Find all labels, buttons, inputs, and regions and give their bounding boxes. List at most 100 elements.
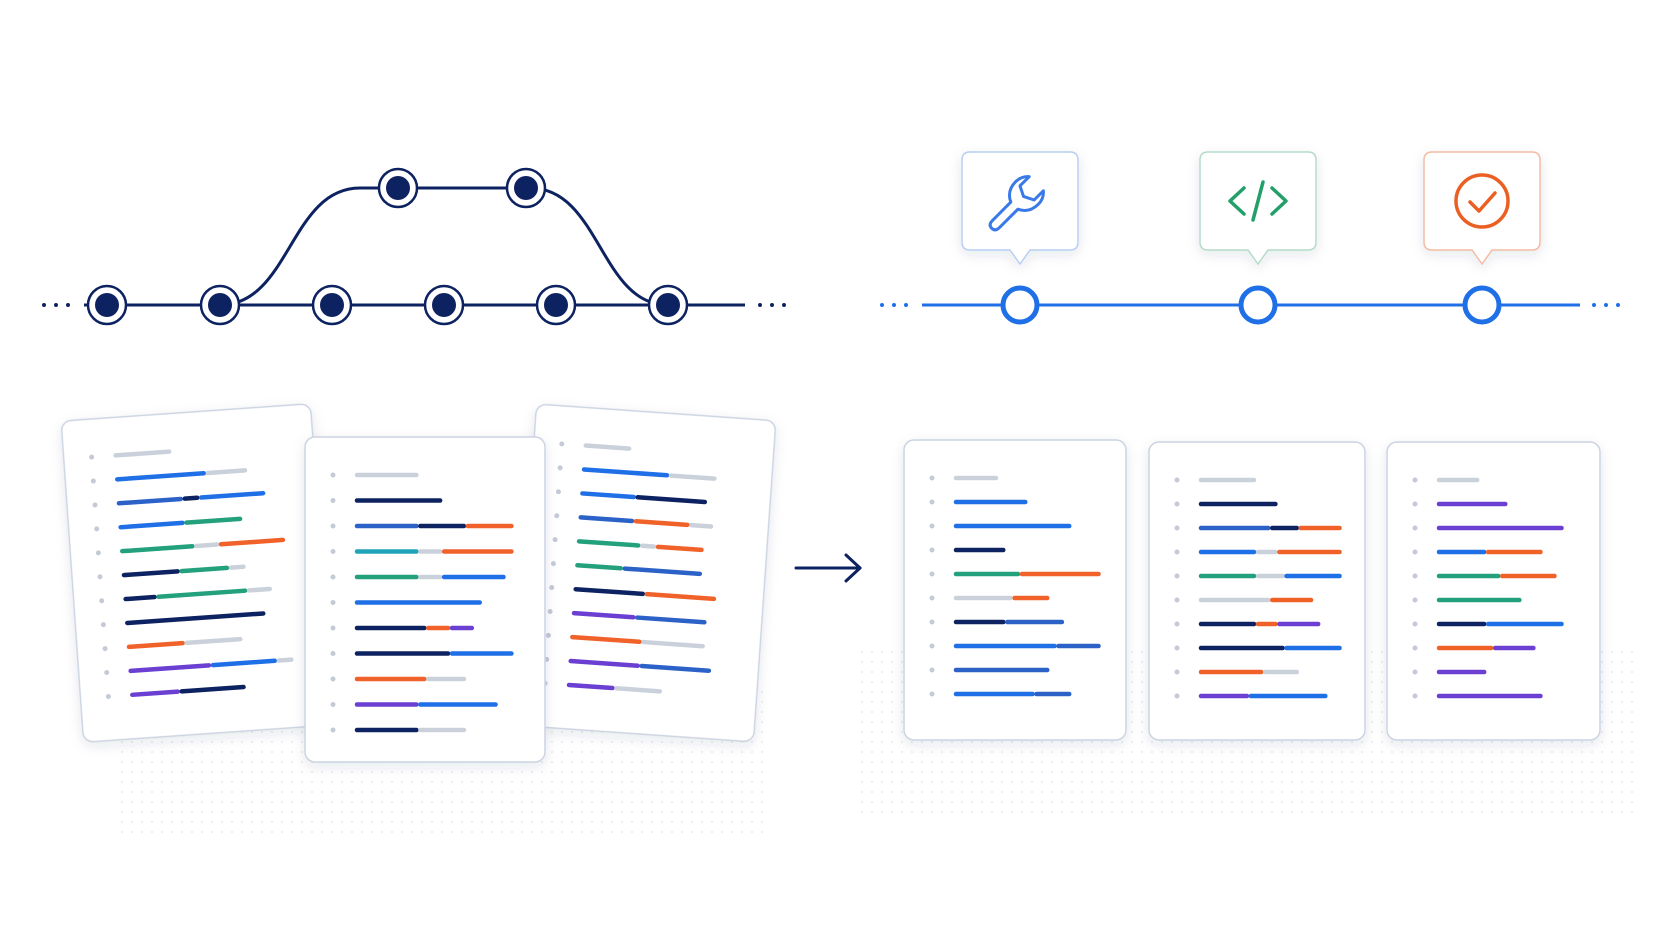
code-line-segment bbox=[566, 682, 615, 691]
bullet-dot bbox=[99, 598, 105, 604]
bullet-dot bbox=[102, 646, 108, 652]
pipeline-node-verify bbox=[1462, 285, 1502, 325]
bullet-dot bbox=[1412, 501, 1418, 507]
bullet-dot bbox=[929, 475, 935, 481]
doc-row bbox=[559, 441, 632, 451]
stage-callout-build bbox=[961, 151, 1079, 266]
feature-branch-line bbox=[219, 186, 669, 307]
bullet-dot bbox=[94, 526, 100, 532]
code-line-segment bbox=[184, 636, 243, 646]
doc-row bbox=[549, 585, 717, 602]
doc-row bbox=[330, 600, 482, 605]
bullet-dot bbox=[929, 667, 935, 673]
code-line-segment bbox=[578, 515, 635, 524]
doc-row bbox=[330, 549, 514, 554]
bullet-dot bbox=[547, 608, 553, 614]
doc-row bbox=[90, 468, 248, 484]
code-line-segment bbox=[571, 610, 636, 620]
code-line-segment bbox=[641, 639, 705, 649]
bullet-dot bbox=[929, 523, 935, 529]
code-line-segment bbox=[614, 686, 663, 694]
doc-row bbox=[99, 586, 273, 604]
bullet-dot bbox=[90, 478, 96, 484]
document-card-messy-3 bbox=[513, 403, 777, 743]
doc-row bbox=[1174, 525, 1342, 531]
doc-row bbox=[330, 676, 467, 682]
commit-node-main-1 bbox=[86, 284, 128, 326]
doc-row bbox=[1174, 501, 1278, 507]
code-line-segment bbox=[205, 468, 248, 476]
bullet-dot bbox=[89, 454, 95, 460]
document-card-clean-2 bbox=[1148, 441, 1366, 741]
code-line-segment bbox=[125, 611, 266, 626]
wrench-icon bbox=[988, 175, 1045, 232]
code-line-segment bbox=[182, 495, 200, 501]
bullet-dot bbox=[555, 489, 561, 495]
document-card-clean-3 bbox=[1386, 441, 1601, 741]
doc-row bbox=[1174, 645, 1342, 651]
bullet-dot bbox=[97, 574, 103, 580]
bullet-dot bbox=[330, 651, 336, 656]
code-line-segment bbox=[228, 564, 246, 570]
code-line-segment bbox=[573, 586, 646, 597]
doc-row bbox=[552, 537, 704, 553]
code-line-segment bbox=[576, 539, 641, 548]
doc-row bbox=[929, 547, 1006, 553]
bullet-dot bbox=[1174, 645, 1180, 651]
code-line-segment bbox=[126, 640, 185, 650]
code-line-segment bbox=[120, 544, 195, 554]
bullet-dot bbox=[557, 465, 563, 471]
bullet-dot bbox=[1174, 525, 1180, 531]
code-line-segment bbox=[689, 522, 714, 529]
bullet-dot bbox=[92, 502, 98, 508]
stage-callout-code bbox=[1199, 151, 1317, 266]
doc-row bbox=[1174, 669, 1300, 675]
bullet-dot bbox=[330, 727, 336, 733]
bullet-dot bbox=[552, 537, 558, 543]
commit-node-main-5 bbox=[535, 284, 577, 326]
bullet-dot bbox=[330, 523, 336, 529]
linear-pipeline bbox=[880, 151, 1620, 325]
doc-row bbox=[929, 619, 1065, 625]
bullet-dot bbox=[1412, 525, 1418, 531]
code-line-segment bbox=[639, 663, 712, 673]
code-line-segment bbox=[156, 588, 248, 599]
commit-node-branch-2 bbox=[505, 167, 547, 209]
code-line-segment bbox=[123, 594, 157, 602]
doc-row bbox=[545, 632, 705, 649]
bullet-dot bbox=[929, 571, 935, 577]
code-line-segment bbox=[121, 569, 180, 578]
doc-row bbox=[1412, 573, 1557, 579]
commit-node-main-4 bbox=[423, 284, 465, 326]
right-ellipsis-end bbox=[1592, 303, 1620, 307]
pipeline-node-code bbox=[1238, 285, 1278, 325]
doc-row bbox=[330, 727, 467, 733]
bullet-dot bbox=[929, 547, 935, 553]
doc-row bbox=[554, 513, 714, 529]
doc-row bbox=[547, 608, 707, 625]
pipeline-node-build bbox=[1000, 285, 1040, 325]
code-line-segment bbox=[568, 658, 641, 668]
bullet-dot bbox=[330, 676, 336, 682]
bullet-dot bbox=[1174, 669, 1180, 675]
code-line-segment bbox=[276, 657, 294, 663]
code-line-segment bbox=[113, 449, 172, 458]
code-line-segment bbox=[633, 518, 690, 528]
code-line-segment bbox=[635, 495, 708, 505]
code-line-segment bbox=[655, 544, 704, 553]
doc-row bbox=[929, 691, 1072, 697]
bullet-dot bbox=[1412, 597, 1418, 603]
bullet-dot bbox=[550, 561, 556, 567]
doc-row bbox=[94, 516, 243, 532]
bullet-dot bbox=[1174, 477, 1180, 483]
code-line-segment bbox=[210, 658, 278, 668]
doc-row bbox=[555, 489, 708, 505]
arrow-right-icon bbox=[794, 553, 862, 583]
code-line-segment bbox=[640, 543, 657, 549]
doc-row bbox=[330, 625, 475, 631]
bullet-dot bbox=[1412, 477, 1418, 483]
doc-row bbox=[929, 643, 1101, 649]
bullet-dot bbox=[330, 574, 336, 580]
bullet-dot bbox=[330, 702, 336, 707]
